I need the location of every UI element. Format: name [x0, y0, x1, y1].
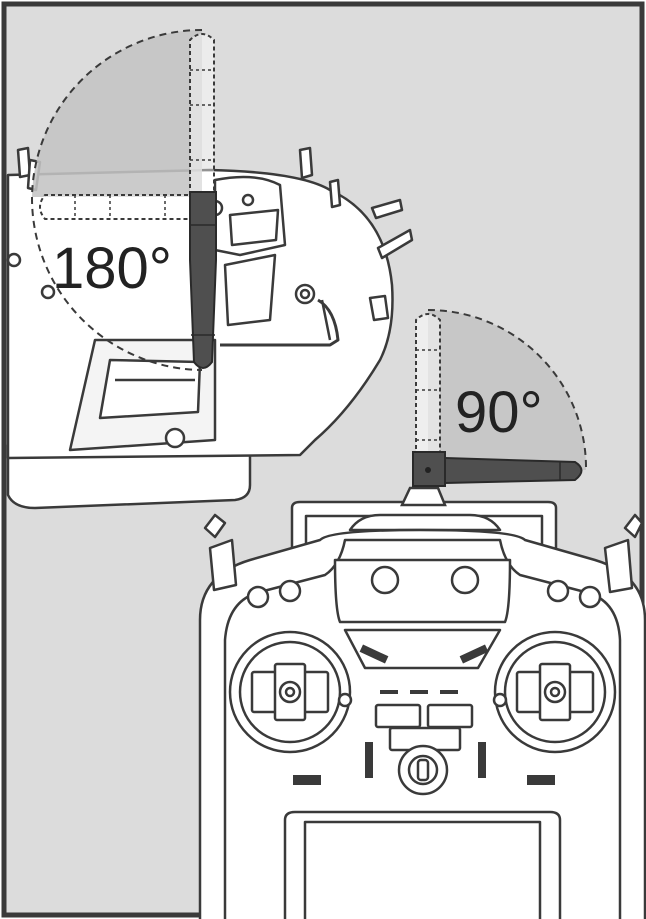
ghost-antenna-vertical-front — [415, 313, 441, 471]
antenna-hinge — [400, 486, 447, 507]
rotation-90-label: 90° — [455, 380, 543, 445]
rotation-sector-90 — [428, 310, 587, 470]
sector-180-dashed-arc — [30, 29, 203, 371]
ghost-antenna-horizontal-segments — [74, 195, 166, 219]
ghost-antenna-vertical-front-segments — [416, 349, 440, 441]
ghost-antenna-vertical — [189, 33, 215, 196]
antenna-folded-down — [189, 191, 217, 369]
ghost-antenna-vertical-segments — [190, 69, 214, 161]
transmitter-side-view — [6, 146, 414, 510]
rotation-sector-180 — [32, 29, 202, 197]
front-view-dark-details — [293, 644, 555, 785]
transmitter-front-view — [198, 500, 646, 919]
rotation-180-label: 180° — [52, 236, 172, 301]
sector-90-dashed-arc — [427, 309, 588, 471]
antenna-folded-horizontal — [412, 457, 583, 484]
ghost-antenna-horizontal — [39, 194, 196, 220]
